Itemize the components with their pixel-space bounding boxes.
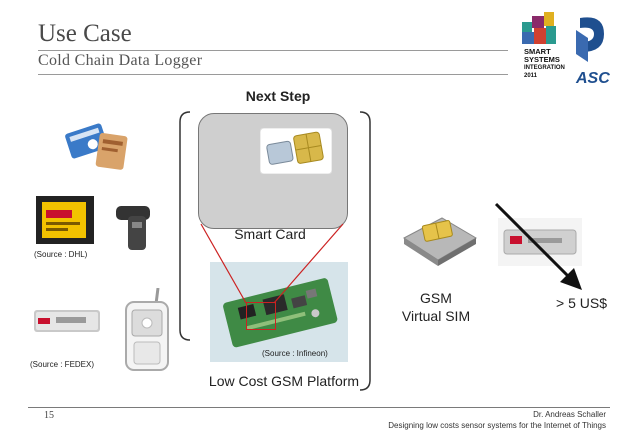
down-arrow-icon [490,196,590,305]
title-rule [38,50,508,51]
chip-highlight-box [246,302,276,330]
dhl-logger-image [36,196,94,249]
phone-image [120,287,174,379]
tag-cards-image [64,118,134,179]
logo-text: SMART SYSTEMS INTEGRATION 2011 [524,48,565,80]
smart-systems-logo: SMART SYSTEMS INTEGRATION 2011 ASC [518,8,618,98]
logger-device-image [498,218,582,271]
logo-line-2: SYSTEMS [524,55,560,64]
platform-label: Low Cost GSM Platform [208,373,360,389]
smart-card-label: Smart Card [234,226,306,242]
source-dhl: (Source : DHL) [34,250,88,259]
left-bracket [176,110,192,347]
source-fedex: (Source : FEDEX) [30,360,95,369]
source-infineon: (Source : Infineon) [262,349,328,358]
next-step-label: Next Step [245,88,311,104]
logo-line-3: INTEGRATION [524,65,565,71]
page-number: 15 [44,410,54,421]
virtual-sim-label: Virtual SIM [401,308,471,324]
sim-card-image [259,127,333,179]
fedex-logger-image [30,304,102,345]
subtitle-rule [38,74,508,75]
right-bracket [358,110,374,397]
handheld-reader-image [112,200,162,257]
gsm-label: GSM [420,290,452,306]
price-label: > 5 US$ [556,295,607,311]
footer-rule [28,407,610,408]
virtual-sim-chip-image [398,212,480,275]
logo-line-1: SMART [524,47,551,56]
slide-subtitle: Cold Chain Data Logger [38,52,203,69]
logo-line-4: 2011 [524,73,538,79]
logo-acronym: ASC [576,70,610,87]
slide-title: Use Case [38,20,132,47]
footer-author: Dr. Andreas Schaller [533,410,606,419]
footer-talk-title: Designing low costs sensor systems for t… [388,421,606,430]
